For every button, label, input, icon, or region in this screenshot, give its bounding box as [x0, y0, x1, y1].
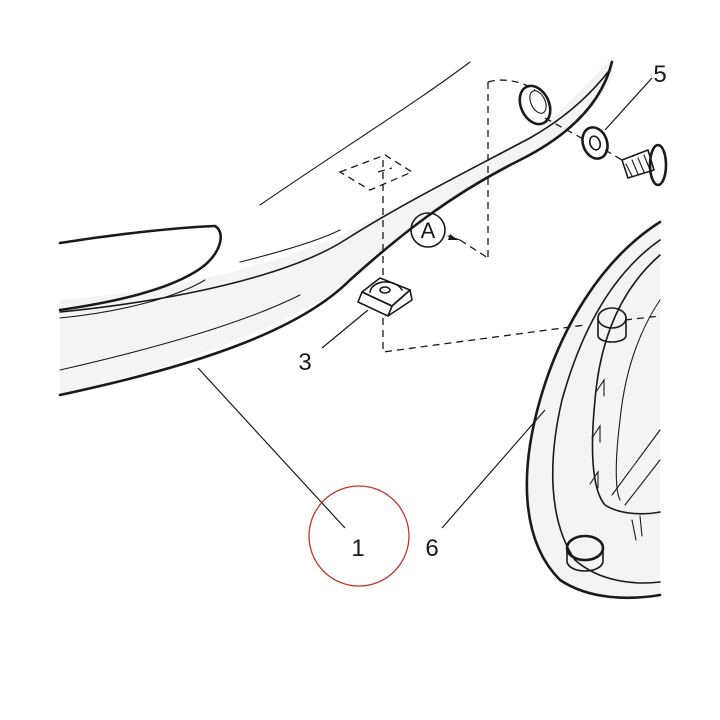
view-a-marker: A [410, 212, 461, 248]
leader-lines [197, 77, 653, 529]
washer-part [581, 126, 609, 160]
body-panel-part-1 [58, 60, 614, 397]
callout-5: 5 [653, 61, 666, 88]
highlight-circle-callout-1 [308, 485, 410, 587]
callout-3: 3 [298, 349, 311, 376]
clip-nut-part-3 [357, 277, 413, 317]
grommet [518, 84, 552, 126]
callout-6: 6 [425, 535, 438, 562]
view-a-label: A [421, 218, 436, 243]
callout-1: 1 [351, 535, 364, 562]
screw-part-5 [621, 143, 668, 187]
cover-panel-part-6 [525, 220, 662, 600]
assembly-guide-lines [338, 79, 661, 353]
